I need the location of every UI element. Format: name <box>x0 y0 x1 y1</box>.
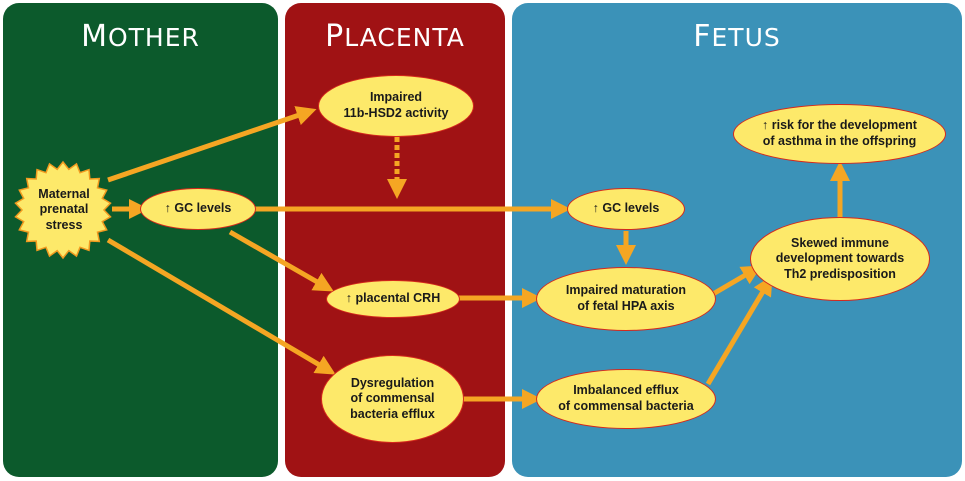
arrow-efflux-to-immune <box>705 275 773 386</box>
panel-title-mother: MOTHER <box>81 19 200 54</box>
panel-title-mother-rest: OTHER <box>107 23 200 52</box>
node-skewed-immune-development: Skewed immune development towards Th2 pr… <box>750 217 930 301</box>
arrow-gc-mother-to-crh <box>228 229 334 292</box>
panel-title-placenta-rest: LACENTA <box>344 23 465 52</box>
node-placental-crh: ↑ placental CRH <box>326 280 460 318</box>
panel-title-placenta: PLACENTA <box>325 19 465 54</box>
node-impaired-11b-hsd2: Impaired 11b-HSD2 activity <box>318 75 474 137</box>
maternal-stress-sun-shape <box>14 160 112 260</box>
arrow-hpa-to-immune <box>711 265 762 297</box>
panel-title-fetus-rest: ETUS <box>711 23 781 52</box>
arrow-stress-to-hsd2 <box>107 106 317 183</box>
node-maternal-prenatal-stress: Maternal prenatal stress <box>38 186 90 232</box>
node-gc-levels-mother: ↑ GC levels <box>140 188 256 230</box>
node-gc-levels-fetus: ↑ GC levels <box>567 188 685 230</box>
panel-title-fetus: FETUS <box>693 19 781 54</box>
node-dysregulation-bacteria-efflux: Dysregulation of commensal bacteria effl… <box>321 355 464 443</box>
node-impaired-hpa-maturation: Impaired maturation of fetal HPA axis <box>536 267 716 331</box>
node-imbalanced-efflux: Imbalanced efflux of commensal bacteria <box>536 369 716 429</box>
arrow-stress-to-dysregulation <box>106 237 336 375</box>
node-asthma-risk: ↑ risk for the development of asthma in … <box>733 104 946 164</box>
